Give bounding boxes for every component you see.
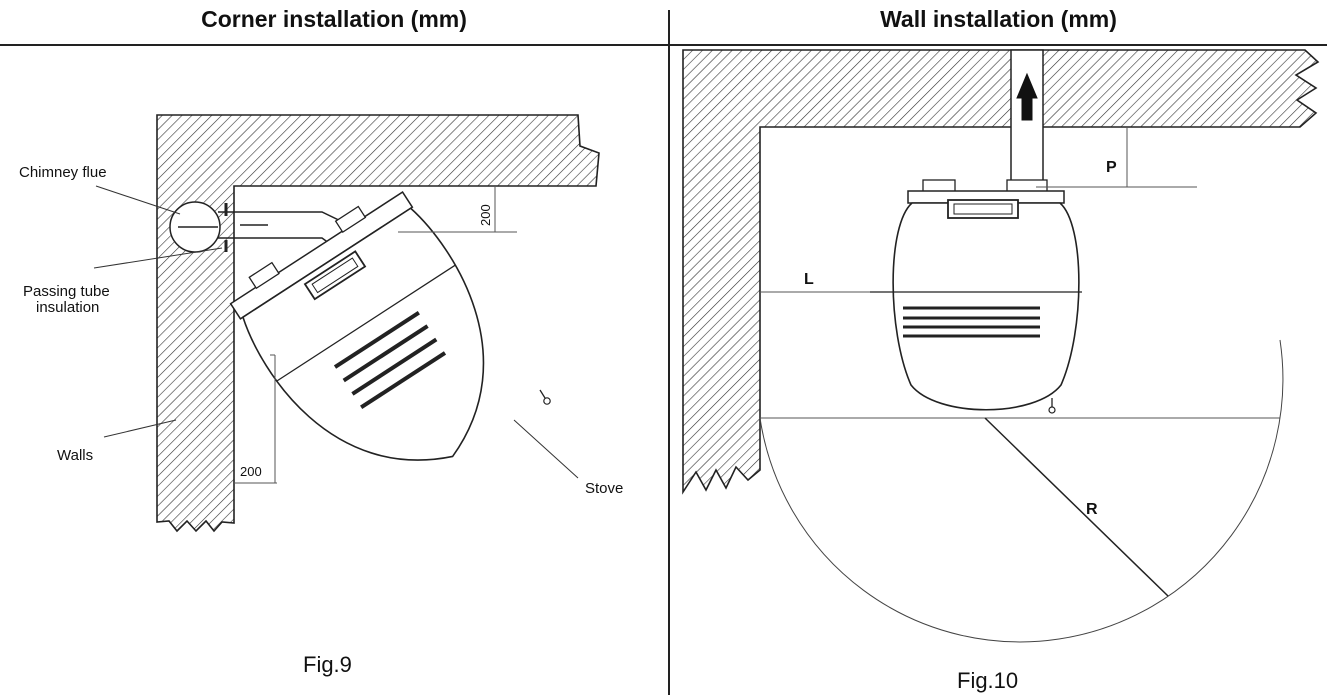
column-divider — [668, 10, 670, 695]
wall-corner — [682, 49, 1320, 495]
l-label: L — [804, 271, 814, 288]
fig10-diagram: P L R — [682, 49, 1320, 643]
fig10-caption: Fig.10 — [957, 668, 1019, 693]
wall-installation-heading: Wall installation (mm) — [880, 6, 1117, 32]
dim-bottom-label: 200 — [240, 464, 262, 479]
stove-label: Stove — [585, 480, 623, 497]
fig9-diagram: Chimney flue Passing tube insulation Wal… — [19, 114, 623, 533]
passing-tube-label-line1: Passing tube — [23, 283, 110, 300]
p-label: P — [1106, 159, 1117, 176]
r-label: R — [1086, 501, 1098, 518]
clearance-arc — [759, 339, 1284, 643]
stove-body — [229, 191, 485, 461]
flow-arrow — [1016, 72, 1038, 121]
dim-top-label: 200 — [478, 204, 493, 226]
chimney-flue-label: Chimney flue — [19, 164, 107, 181]
corner-walls — [156, 114, 600, 533]
corner-installation-heading: Corner installation (mm) — [201, 6, 467, 32]
walls-label: Walls — [57, 447, 93, 464]
stove-body — [870, 179, 1082, 411]
fig9-caption: Fig.9 — [303, 652, 352, 677]
passing-tube-label-line2: insulation — [36, 299, 99, 316]
header-rule — [0, 44, 1327, 46]
